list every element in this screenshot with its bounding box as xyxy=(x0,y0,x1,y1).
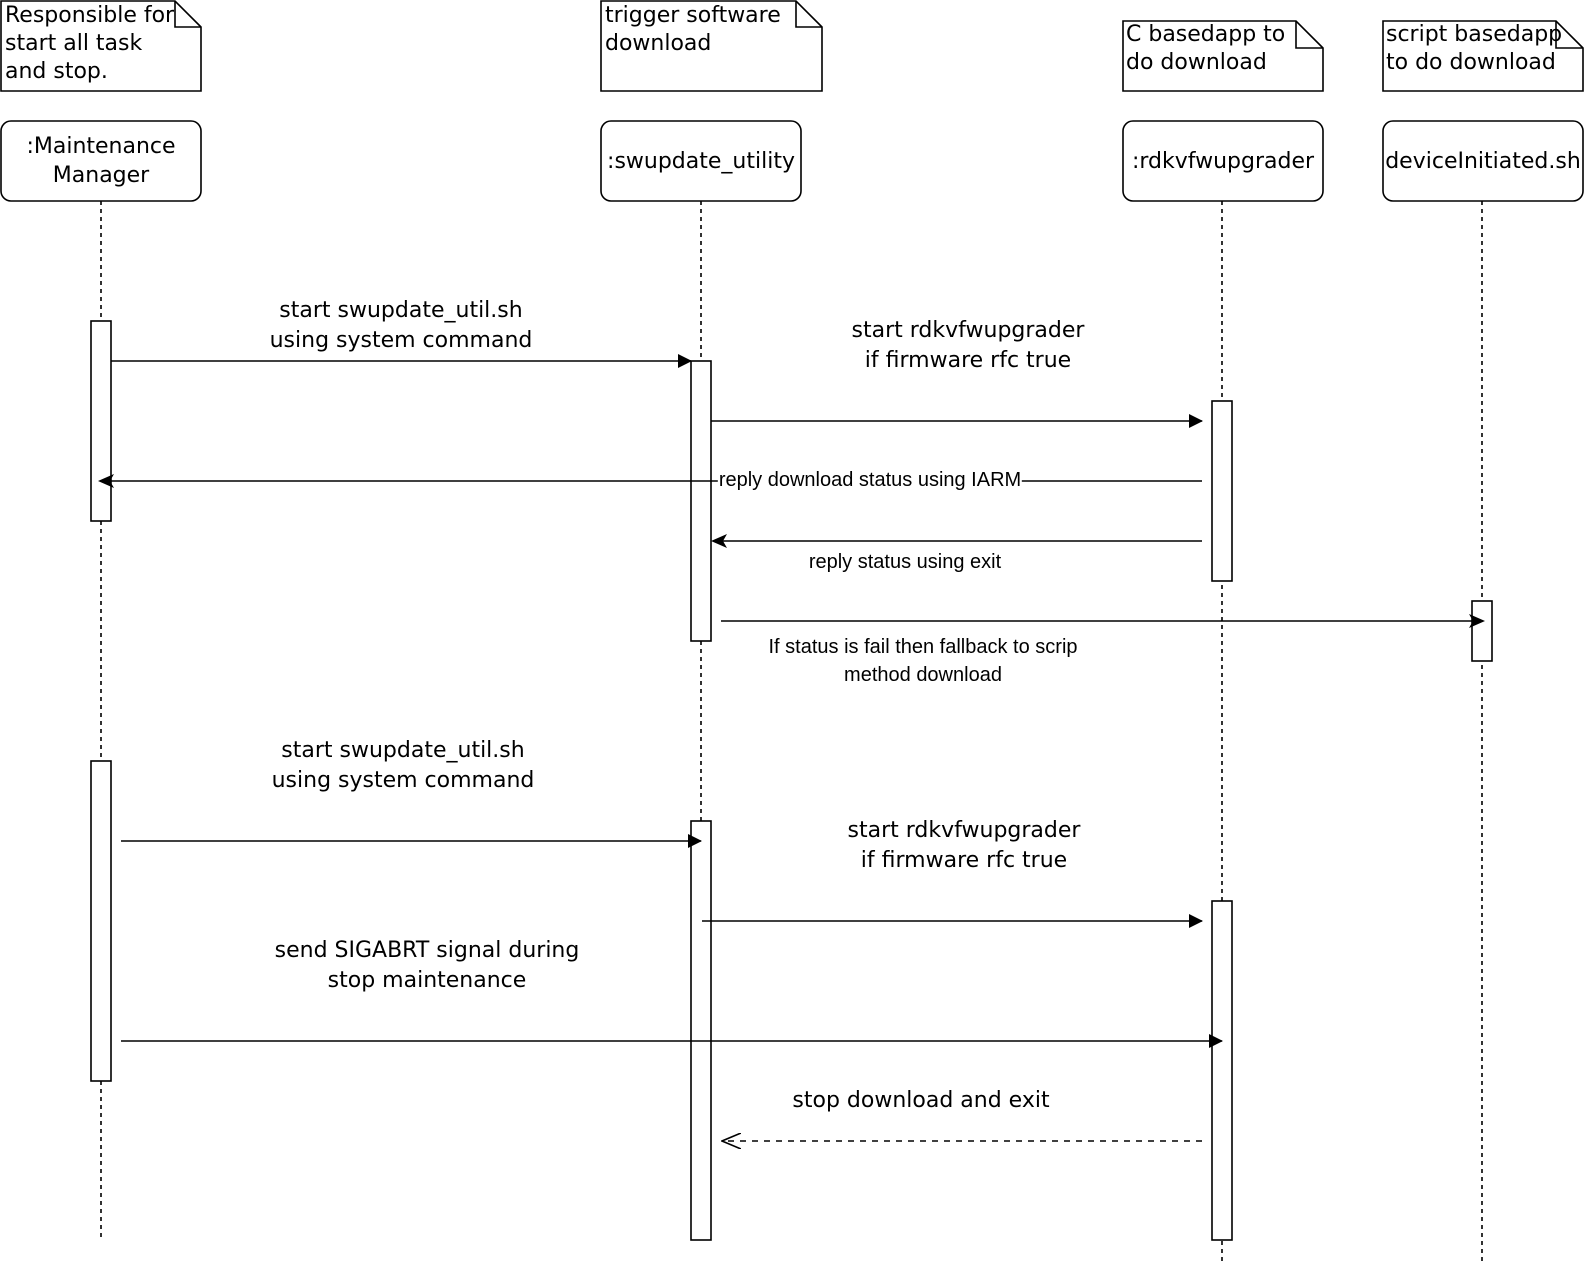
message-label-2: start rdkvfwupgrader if firmware rfc tru… xyxy=(851,318,1085,373)
note-text-swupdate: trigger software download xyxy=(605,3,781,56)
message-label-5: If status is fail then fallback to scrip… xyxy=(768,636,1078,686)
message-label-4: reply status using exit xyxy=(808,551,1002,573)
activation-swupdate-1 xyxy=(690,360,712,642)
participant-label-device: deviceInitiated.sh xyxy=(1385,148,1581,174)
message-label-8: send SIGABRT signal during stop maintena… xyxy=(274,938,580,993)
note-maintenance-shape xyxy=(0,0,202,92)
activation-swupdate-2 xyxy=(690,820,712,1241)
message-label-9: stop download and exit xyxy=(792,1088,1050,1113)
message-label-1: start swupdate_util.sh using system comm… xyxy=(269,298,533,353)
message-label-3: reply download status using IARM xyxy=(717,466,1023,494)
participant-label-rdkvfw: :rdkvfwupgrader xyxy=(1131,148,1315,174)
note-rdkvfw-shape xyxy=(1122,20,1324,92)
activation-device-1 xyxy=(1471,600,1493,662)
activation-maintenance-1 xyxy=(90,320,112,522)
note-swupdate-shape xyxy=(600,0,823,92)
participant-box-rdkvfw xyxy=(1122,120,1324,202)
activation-rdkvfw-1 xyxy=(1211,400,1233,582)
note-text-rdkvfw: C basedapp to do download xyxy=(1126,22,1286,75)
participant-box-maintenance xyxy=(0,120,202,202)
participant-box-swupdate xyxy=(600,120,802,202)
note-device-shape xyxy=(1382,20,1584,92)
activation-rdkvfw-2 xyxy=(1211,900,1233,1241)
message-label-6: start swupdate_util.sh using system comm… xyxy=(271,738,535,793)
note-text-maintenance: Responsible for start all task and stop. xyxy=(5,3,175,84)
note-text-device: script basedapp to do download xyxy=(1386,22,1563,75)
participant-label-swupdate: :swupdate_utility xyxy=(607,148,795,174)
participant-box-device xyxy=(1382,120,1584,202)
participant-label-maintenance: :Maintenance Manager xyxy=(26,134,176,188)
activation-maintenance-2 xyxy=(90,760,112,1082)
message-label-7: start rdkvfwupgrader if firmware rfc tru… xyxy=(847,818,1081,873)
